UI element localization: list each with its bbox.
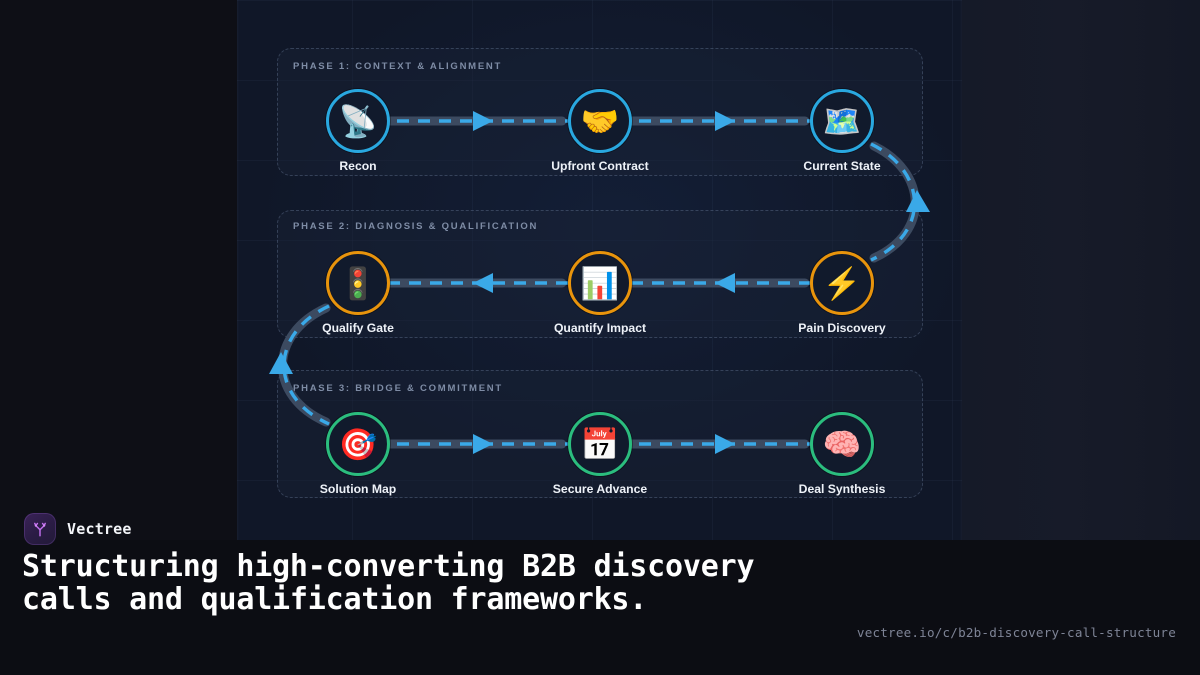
arrowhead-quantify-qualify — [473, 273, 493, 293]
phase-label-3: PHASE 3: BRIDGE & COMMITMENT — [293, 383, 503, 394]
phase-label-2: PHASE 2: DIAGNOSIS & QUALIFICATION — [293, 221, 539, 232]
bar-chart-icon: 📊 — [580, 265, 620, 301]
node-circle: 📅 — [568, 412, 632, 476]
arrowhead-qualify-solution — [269, 352, 293, 374]
map-icon: 🗺️ — [822, 103, 862, 139]
brain-icon: 🧠 — [822, 426, 862, 462]
connector-layer: .trk { stroke:#3c4a60; stroke-width:9; f… — [269, 111, 930, 454]
handshake-icon: 🤝 — [580, 103, 620, 139]
brand-name: Vectree — [67, 520, 132, 538]
brand: Vectree — [24, 513, 132, 545]
node-circle: ⚡ — [810, 251, 874, 315]
canvas-right-edge — [960, 0, 962, 540]
node-label: Deal Synthesis — [798, 482, 886, 496]
arrowhead-recon-upfront — [473, 111, 493, 131]
satellite-dish-icon: 📡 — [338, 103, 378, 139]
page-title: Structuring high-converting B2B discover… — [22, 549, 755, 617]
node-circle: 📡 — [326, 89, 390, 153]
lightning-bolt-icon: ⚡ — [822, 265, 862, 301]
arrowhead-pain-quantify — [715, 273, 735, 293]
node-circle: 🗺️ — [810, 89, 874, 153]
node-label: Solution Map — [319, 482, 397, 496]
node-label: Pain Discovery — [798, 321, 886, 335]
node-label: Current State — [803, 159, 881, 173]
node-circle: 🧠 — [810, 412, 874, 476]
arrowhead-secure-deal — [715, 434, 735, 454]
node-circle: 🚦 — [326, 251, 390, 315]
process-flow-diagram: PHASE 1: CONTEXT & ALIGNMENT PHASE 2: DI… — [237, 0, 962, 540]
right-background-band — [962, 0, 1200, 540]
node-label: Upfront Contract — [551, 159, 649, 173]
node-circle: 🤝 — [568, 89, 632, 153]
node-label: Secure Advance — [552, 482, 648, 496]
link-qualify-solution — [282, 304, 330, 426]
arrowhead-upfront-current — [715, 111, 735, 131]
node-circle: 📊 — [568, 251, 632, 315]
target-dart-icon: 🎯 — [338, 426, 378, 462]
node-label: Qualify Gate — [322, 321, 394, 335]
left-background-band — [0, 0, 237, 540]
phase-label-1: PHASE 1: CONTEXT & ALIGNMENT — [293, 61, 503, 72]
traffic-light-icon: 🚦 — [338, 265, 378, 301]
node-label: Recon — [339, 159, 377, 173]
vectree-tree-icon — [24, 513, 56, 545]
link-current-pain — [870, 142, 917, 262]
arrowhead-current-pain — [906, 190, 930, 212]
arrowhead-solution-secure — [473, 434, 493, 454]
canvas-left-edge — [237, 0, 239, 540]
node-label: Quantify Impact — [553, 321, 647, 335]
calendar-icon: 📅 — [580, 426, 620, 462]
node-circle: 🎯 — [326, 412, 390, 476]
source-url: vectree.io/c/b2b-discovery-call-structur… — [856, 625, 1176, 640]
footer: Vectree Structuring high-converting B2B … — [0, 513, 1200, 675]
